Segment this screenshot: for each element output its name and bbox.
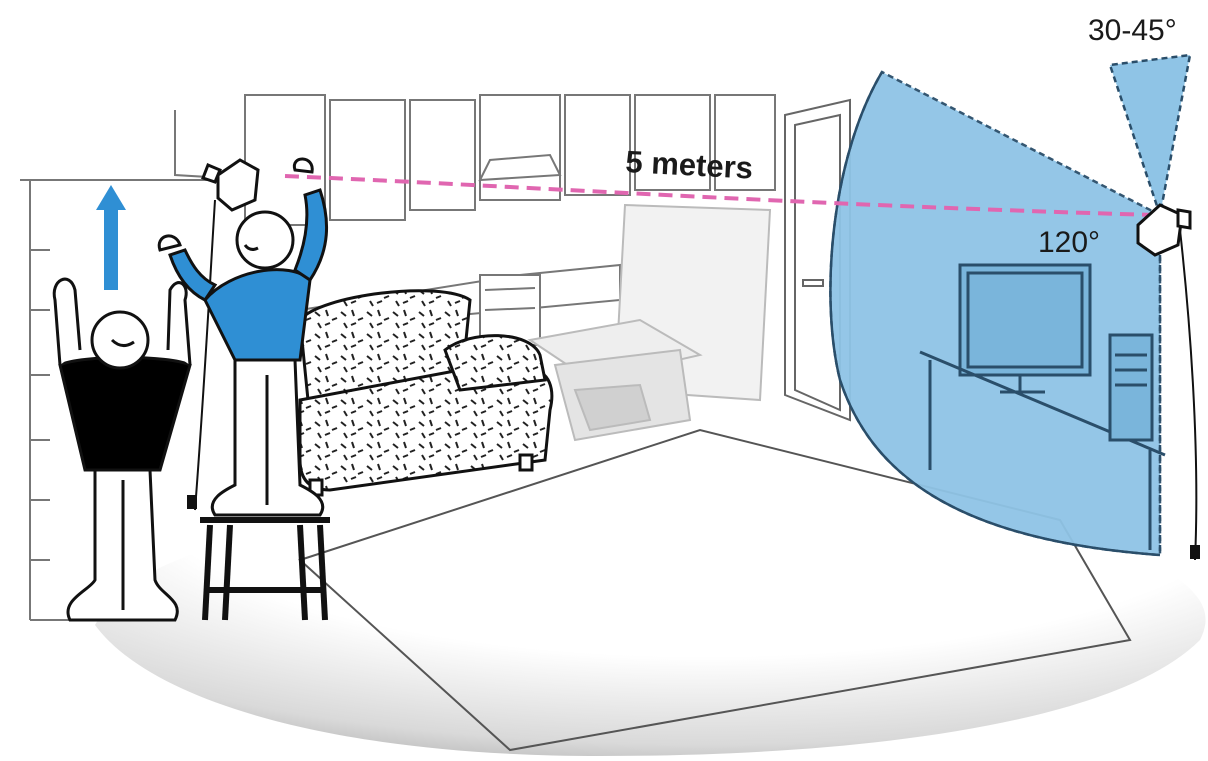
motion-sensor-icon xyxy=(203,160,258,210)
fov-vertical-tilt-cone xyxy=(1110,55,1190,215)
sensor-cable-left xyxy=(195,200,215,510)
up-arrow-icon xyxy=(96,185,126,290)
sensor-cable-right xyxy=(1180,230,1196,560)
distance-label: 5 meters xyxy=(625,144,754,186)
tilt-angle-label: 30-45° xyxy=(1088,14,1177,47)
cardboard-box xyxy=(530,205,770,440)
horizontal-fov-label: 120° xyxy=(1038,226,1100,259)
